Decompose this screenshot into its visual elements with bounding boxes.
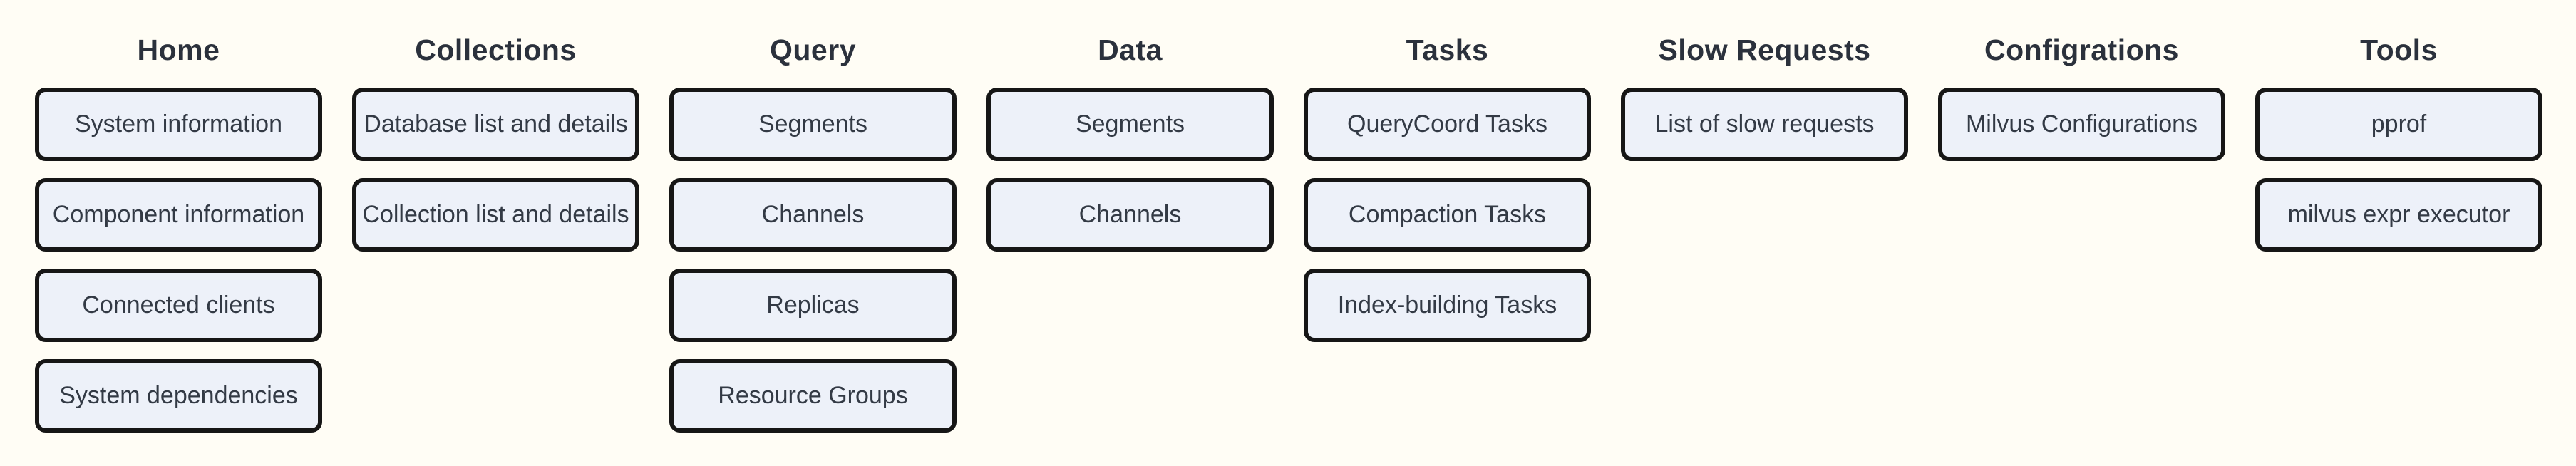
column-title-data: Data bbox=[1098, 33, 1163, 66]
nav-button-tools-milvus-expr-executor[interactable]: milvus expr executor bbox=[2255, 178, 2542, 252]
column-title-slow-requests: Slow Requests bbox=[1658, 33, 1871, 66]
nav-button-tools-pprof[interactable]: pprof bbox=[2255, 88, 2542, 161]
column-title-collections: Collections bbox=[415, 33, 577, 66]
nav-button-collections-collection-list-and-details[interactable]: Collection list and details bbox=[352, 178, 639, 252]
nav-button-tasks-querycoord-tasks[interactable]: QueryCoord Tasks bbox=[1304, 88, 1591, 161]
column-title-query: Query bbox=[770, 33, 856, 66]
nav-column-tools: Tools pprof milvus expr executor bbox=[2255, 33, 2542, 252]
nav-button-data-segments[interactable]: Segments bbox=[986, 88, 1274, 161]
nav-button-tasks-compaction-tasks[interactable]: Compaction Tasks bbox=[1304, 178, 1591, 252]
nav-button-tasks-index-building-tasks[interactable]: Index-building Tasks bbox=[1304, 269, 1591, 342]
nav-button-list-slow-requests: List of slow requests bbox=[1621, 88, 1908, 161]
column-title-home: Home bbox=[137, 33, 220, 66]
nav-button-query-resource-groups[interactable]: Resource Groups bbox=[669, 359, 957, 433]
nav-button-list-configrations: Milvus Configurations bbox=[1938, 88, 2225, 161]
nav-button-query-channels[interactable]: Channels bbox=[669, 178, 957, 252]
nav-button-home-connected-clients[interactable]: Connected clients bbox=[35, 269, 322, 342]
nav-button-home-system-information[interactable]: System information bbox=[35, 88, 322, 161]
nav-button-home-system-dependencies[interactable]: System dependencies bbox=[35, 359, 322, 433]
column-title-tools: Tools bbox=[2360, 33, 2438, 66]
nav-button-query-segments[interactable]: Segments bbox=[669, 88, 957, 161]
nav-button-query-replicas[interactable]: Replicas bbox=[669, 269, 957, 342]
nav-button-configrations-milvus-configurations[interactable]: Milvus Configurations bbox=[1938, 88, 2225, 161]
nav-button-slow-requests-list-of-slow-requests[interactable]: List of slow requests bbox=[1621, 88, 1908, 161]
nav-button-list-tools: pprof milvus expr executor bbox=[2255, 88, 2542, 252]
nav-button-data-channels[interactable]: Channels bbox=[986, 178, 1274, 252]
column-title-tasks: Tasks bbox=[1406, 33, 1489, 66]
nav-button-collections-database-list-and-details[interactable]: Database list and details bbox=[352, 88, 639, 161]
nav-button-home-component-information[interactable]: Component information bbox=[35, 178, 322, 252]
column-title-configrations: Configrations bbox=[1984, 33, 2179, 66]
